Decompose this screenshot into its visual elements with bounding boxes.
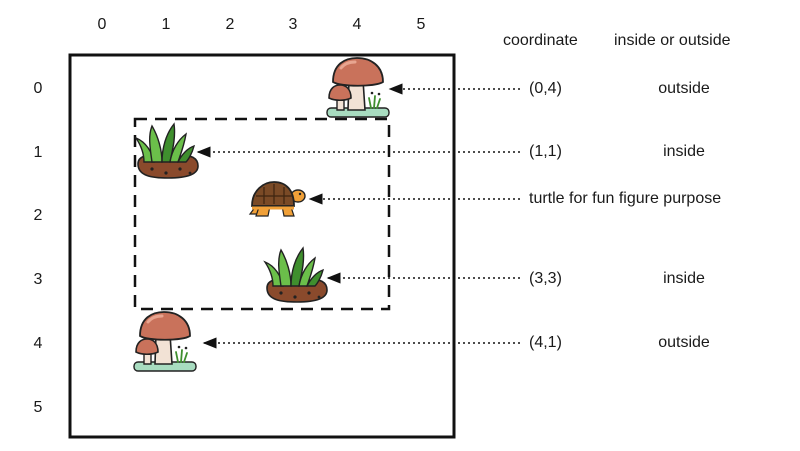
coordinate-label: (3,3) — [529, 270, 562, 287]
turtle-icon — [248, 180, 307, 218]
mushroom-icon — [132, 310, 198, 373]
row-index: 5 — [33, 399, 43, 416]
dashed-region — [133, 117, 391, 311]
status-label: inside — [663, 143, 705, 160]
column-index: 0 — [97, 16, 107, 33]
grid-frame — [68, 53, 456, 439]
status-label: outside — [658, 80, 710, 97]
column-index: 4 — [352, 16, 362, 33]
row-index: 3 — [33, 271, 43, 288]
column-index: 5 — [416, 16, 426, 33]
column-index: 2 — [225, 16, 235, 33]
grass-icon — [135, 123, 199, 179]
header-inside-or-outside: inside or outside — [614, 32, 731, 49]
row-index: 1 — [33, 144, 43, 161]
row-index: 4 — [33, 335, 43, 352]
header-coordinate: coordinate — [503, 32, 578, 49]
status-label: inside — [663, 270, 705, 287]
status-label: outside — [658, 334, 710, 351]
turtle-note: turtle for fun figure purpose — [529, 190, 722, 207]
row-index: 2 — [33, 207, 43, 224]
mushroom-icon — [325, 56, 391, 119]
coordinate-label: (4,1) — [529, 334, 562, 351]
column-index: 3 — [288, 16, 298, 33]
coordinate-label: (0,4) — [529, 80, 562, 97]
column-index: 1 — [161, 16, 171, 33]
row-index: 0 — [33, 80, 43, 97]
grass-icon — [264, 247, 328, 303]
coordinate-label: (1,1) — [529, 143, 562, 160]
